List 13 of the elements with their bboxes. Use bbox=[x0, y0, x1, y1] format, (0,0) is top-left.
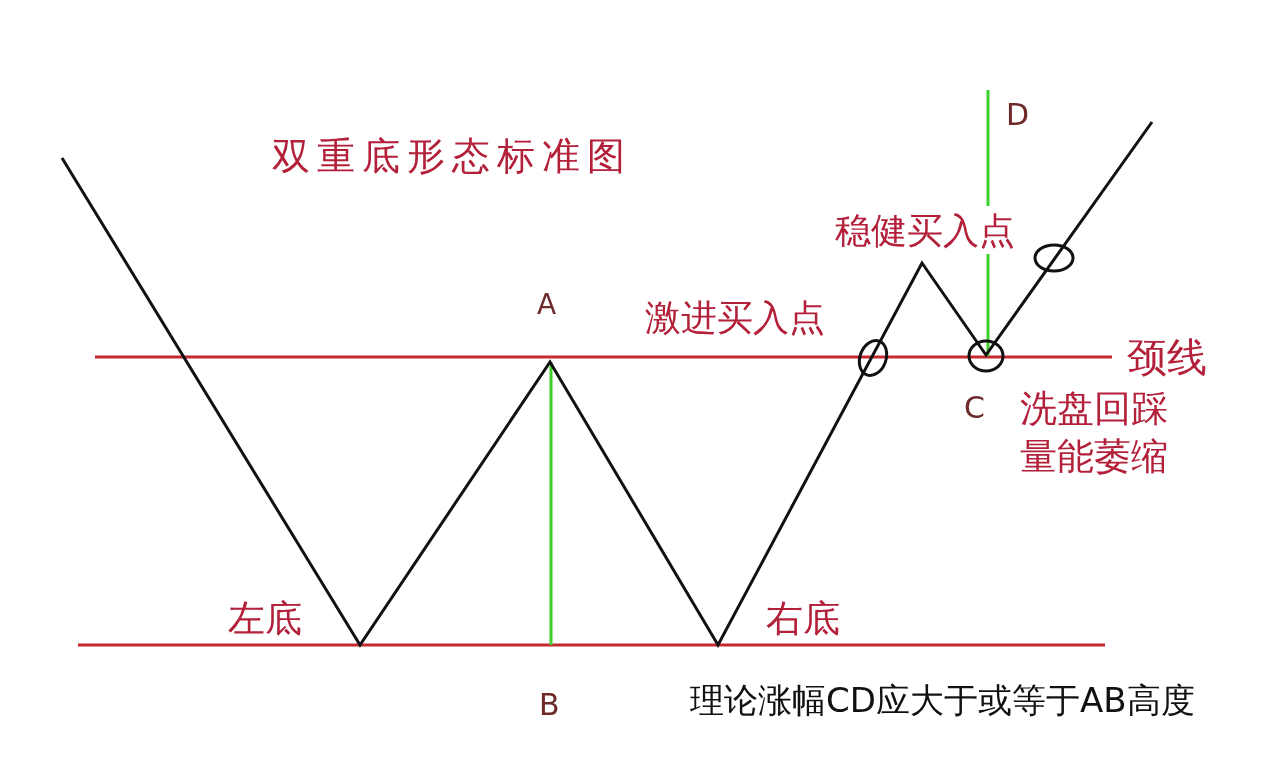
note: 洗盘回踩 bbox=[1020, 390, 1168, 427]
note: 理论涨幅CD应大于或等于AB高度 bbox=[690, 683, 1195, 717]
point-label: B bbox=[539, 690, 560, 720]
note: 量能萎缩 bbox=[1020, 438, 1168, 475]
buy-point-label: 稳健买入点 bbox=[835, 213, 1015, 249]
point-label: A bbox=[537, 291, 557, 319]
chart-title: 双重底形态标准图 bbox=[272, 137, 632, 175]
point-label: C bbox=[964, 393, 985, 423]
buy-point-label: 激进买入点 bbox=[645, 300, 825, 336]
neckline-label: 颈线 bbox=[1127, 337, 1207, 377]
point-label: D bbox=[1006, 100, 1030, 130]
bottom-label: 左底 bbox=[228, 600, 302, 637]
bottom-label: 右底 bbox=[766, 600, 840, 637]
